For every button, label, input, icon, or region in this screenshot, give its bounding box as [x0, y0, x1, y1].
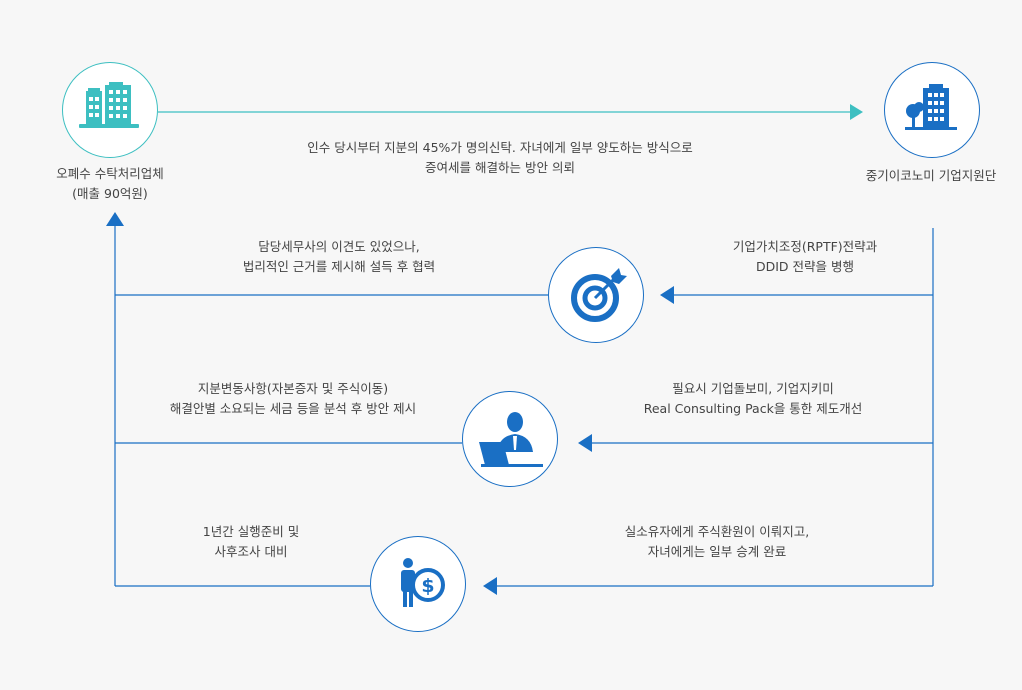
arrow-head-left	[660, 286, 674, 304]
target-icon	[571, 268, 627, 322]
company-label: 오폐수 수탁처리업체 (매출 90억원)	[56, 164, 163, 204]
svg-text:$: $	[421, 575, 434, 597]
step-1-right-text: 기업가치조정(RPTF)전략과 DDID 전략을 병행	[733, 237, 877, 277]
foundation-label: 중기이코노미 기업지원단	[865, 168, 997, 183]
step-3-node: $	[370, 536, 466, 632]
text-line: 실소유자에게 주식환원이 이뤄지고,	[624, 524, 810, 539]
foundation-node	[884, 62, 980, 158]
buildings-icon	[79, 82, 139, 128]
arrow-head-left	[578, 434, 592, 452]
step-2-right-text: 필요시 기업돌보미, 기업지키미 Real Consulting Pack을 통…	[644, 379, 863, 419]
text-line: 지분변동사항(자본증자 및 주식이동)	[197, 381, 389, 396]
text-line: 법리적인 근거를 제시해 설득 후 협력	[242, 259, 436, 274]
text-line: 해결안별 소요되는 세금 등을 분석 후 방안 제시	[169, 401, 417, 416]
office-building-icon	[905, 84, 957, 130]
top-note-line2: 증여세를 해결하는 방안 의뢰	[425, 160, 575, 175]
text-line: 자녀에게는 일부 승계 완료	[647, 544, 787, 559]
left-arrow-head-up	[106, 212, 124, 226]
consultant-icon	[479, 412, 543, 467]
text-line: 필요시 기업돌보미, 기업지키미	[672, 381, 834, 396]
top-arrow-head	[850, 104, 863, 120]
text-line: 기업가치조정(RPTF)전략과	[732, 239, 878, 254]
company-name: 오폐수 수탁처리업체	[56, 166, 164, 181]
company-node	[62, 62, 158, 158]
text-line: DDID 전략을 병행	[755, 259, 854, 274]
step-3-right-text: 실소유자에게 주식환원이 이뤄지고, 자녀에게는 일부 승계 완료	[625, 522, 809, 562]
step-2-node	[462, 391, 558, 487]
top-note: 인수 당시부터 지분의 45%가 명의신탁. 자녀에게 일부 양도하는 방식으로…	[307, 138, 693, 178]
text-line: Real Consulting Pack을 통한 제도개선	[643, 401, 863, 416]
text-line: 사후조사 대비	[214, 544, 288, 559]
text-line: 담당세무사의 이견도 있었으나,	[258, 239, 420, 254]
step-2-left-text: 지분변동사항(자본증자 및 주식이동) 해결안별 소요되는 세금 등을 분석 후…	[170, 379, 416, 419]
arrow-head-left	[483, 577, 497, 595]
step-1-left-text: 담당세무사의 이견도 있었으나, 법리적인 근거를 제시해 설득 후 협력	[243, 237, 435, 277]
step-3-left-text: 1년간 실행준비 및 사후조사 대비	[203, 522, 299, 562]
text-line: 1년간 실행준비 및	[202, 524, 300, 539]
step-1-node	[548, 247, 644, 343]
top-note-line1: 인수 당시부터 지분의 45%가 명의신탁. 자녀에게 일부 양도하는 방식으로	[307, 140, 693, 155]
company-revenue: (매출 90억원)	[72, 186, 148, 201]
money-person-icon: $	[401, 558, 445, 607]
